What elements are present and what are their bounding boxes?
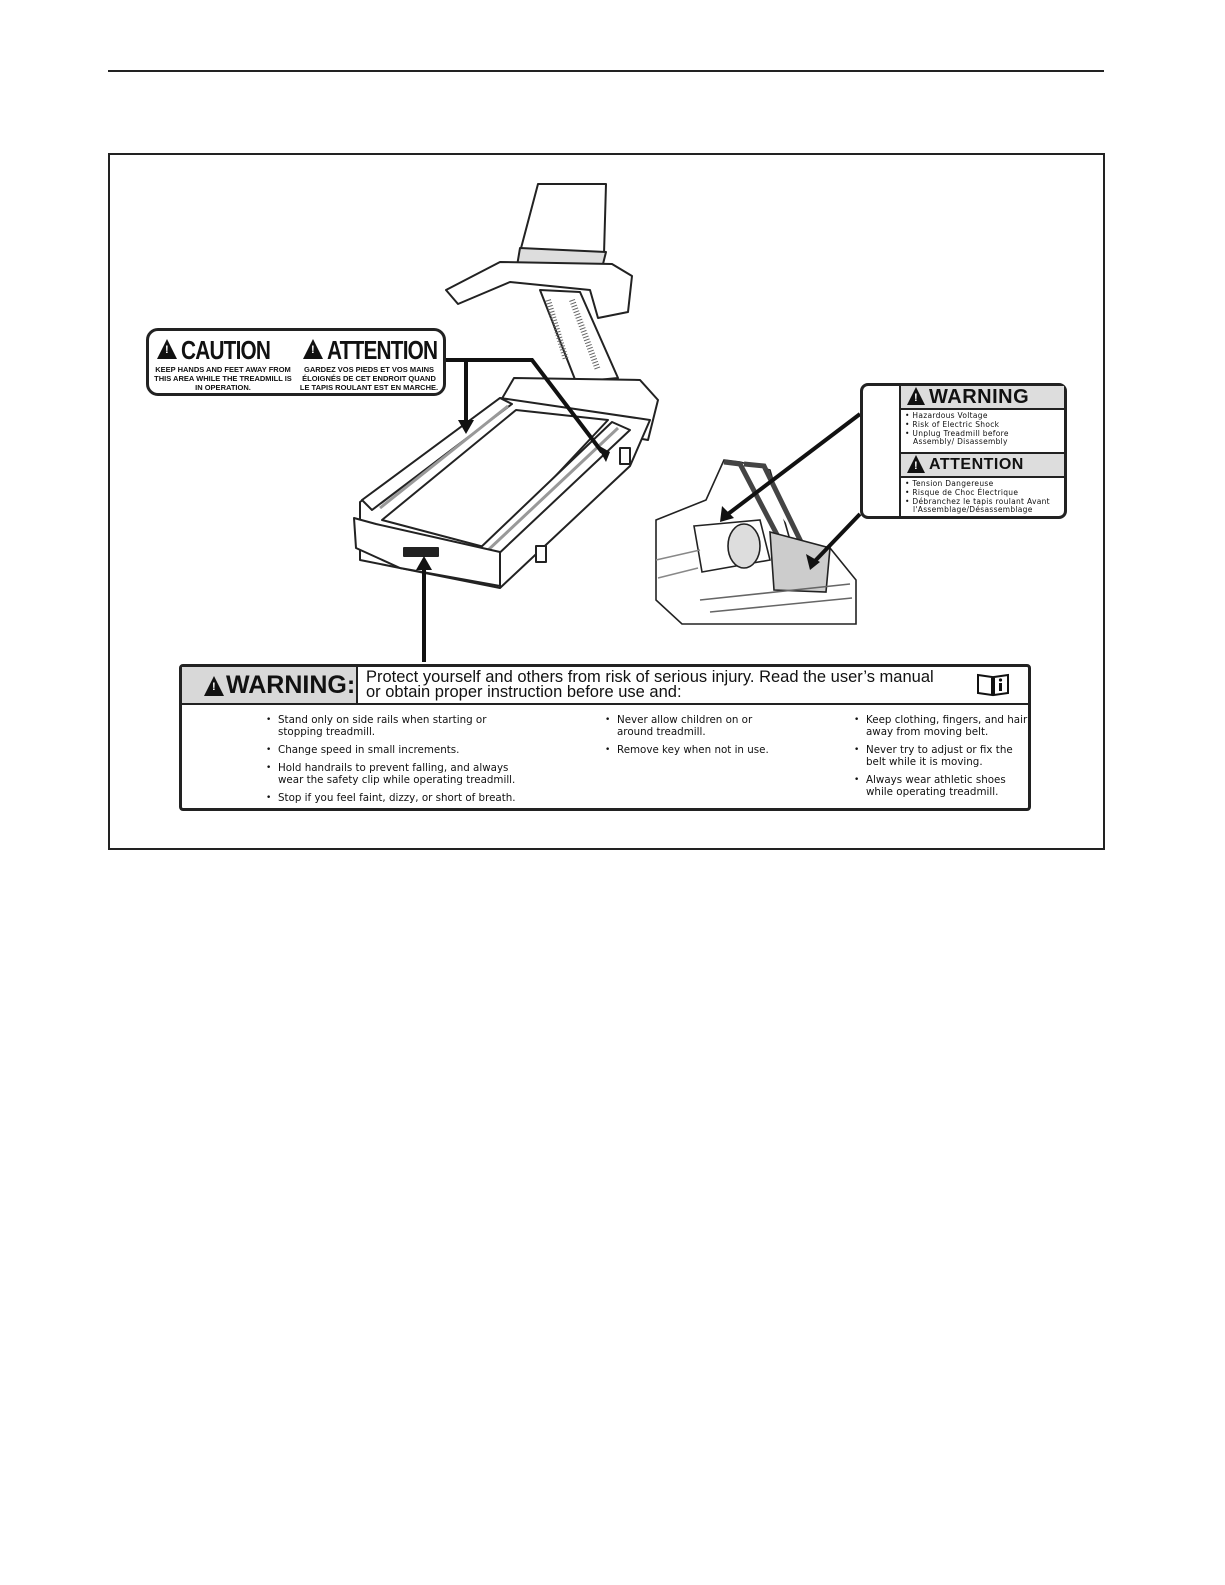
main-warning-label: WARNING: Protect yourself and others fro… [179,664,1031,811]
list-item: l'Assemblage/Désassemblage [905,505,1033,515]
voltage-heading-fr: ATTENTION [929,456,1024,473]
caution-label: CAUTION ATTENTION KEEP HANDS AND FEET AW… [146,328,446,396]
voltage-warning-label: WARNING • Hazardous Voltage • Risk of El… [860,383,1067,519]
list-item: Never allow children on or around treadm… [605,714,775,738]
warning-triangle-icon [907,455,925,473]
warning-heading: WARNING: [226,671,356,699]
warning-triangle-icon [303,339,323,359]
voltage-items-fr: • Tension Dangereuse • Risque de Choc Él… [905,479,1064,515]
warning-column-3: Keep clothing, fingers, and hair away fr… [854,714,1034,804]
list-item: Stop if you feel faint, dizzy, or short … [266,792,516,804]
list-item: • Risque de Choc Électrique [905,487,1019,497]
caution-heading: CAUTION [181,335,271,365]
list-item: Hold handrails to prevent falling, and a… [266,762,516,786]
caution-text-en: KEEP HANDS AND FEET AWAY FROM THIS AREA … [154,365,292,392]
list-item: Always wear athletic shoes while operati… [854,774,1034,798]
list-item: Stand only on side rails when starting o… [266,714,516,738]
voltage-section-fr: ATTENTION • Tension Dangereuse • Risque … [901,454,1064,516]
voltage-items-en: • Hazardous Voltage • Risk of Electric S… [905,411,1064,447]
manual-info-icon [977,673,1009,697]
list-item: • Tension Dangereuse [905,479,994,488]
caution-text-fr: GARDEZ VOS PIEDS ET VOS MAINS ÉLOIGNÉS D… [299,365,439,392]
warning-lead: Protect yourself and others from risk of… [366,668,986,701]
console-display [519,183,607,255]
voltage-section-en: WARNING • Hazardous Voltage • Risk of El… [901,386,1064,455]
warning-lead-line1: Protect yourself and others from risk of… [366,668,934,686]
list-item: • Hazardous Voltage [905,411,988,420]
list-item: Never try to adjust or fix the belt whil… [854,744,1034,768]
list-item: Remove key when not in use. [605,744,775,756]
warning-column-2: Never allow children on or around treadm… [605,714,775,762]
list-item: Change speed in small increments. [266,744,516,756]
voltage-heading-en: WARNING [929,386,1030,408]
warning-triangle-icon [907,387,925,405]
warning-triangle-icon [157,339,177,359]
header-rule [108,70,1104,72]
list-item: • Débranchez le tapis roulant Avant [905,496,1050,506]
figure-frame [108,153,1105,850]
list-item: • Unplug Treadmill before [905,428,1009,438]
bolt-panel [863,386,901,516]
warning-lead-line2: or obtain proper instruction before use … [366,683,682,701]
warning-badge: WARNING: [182,667,358,703]
list-item: Assembly/ Disassembly [905,437,1008,447]
list-item: • Risk of Electric Shock [905,419,1000,429]
warning-header: WARNING: Protect yourself and others fro… [182,667,1028,705]
warning-column-1: Stand only on side rails when starting o… [266,714,516,810]
warning-triangle-icon [204,676,224,696]
attention-heading: ATTENTION [327,335,438,365]
list-item: Keep clothing, fingers, and hair away fr… [854,714,1034,738]
